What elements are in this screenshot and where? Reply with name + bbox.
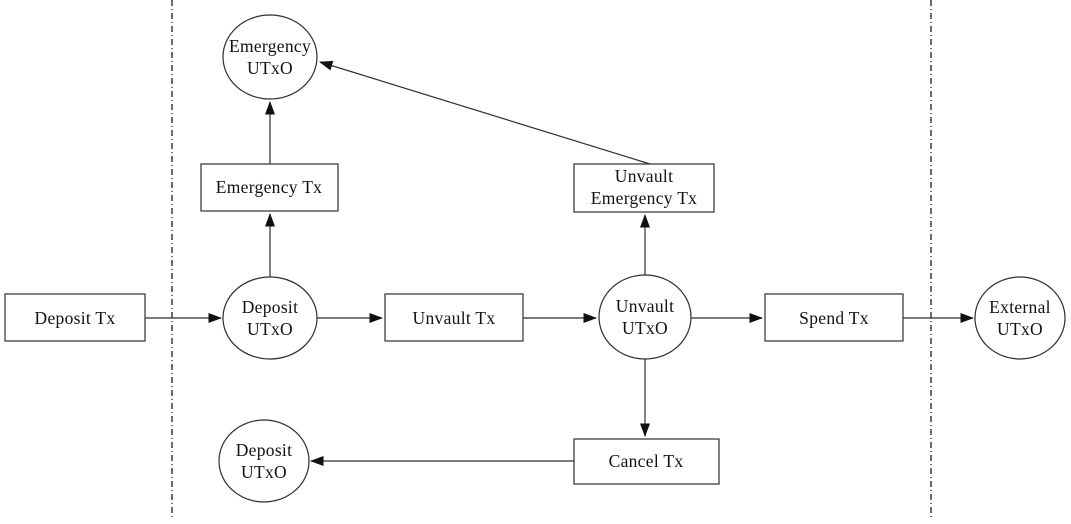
deposit-utxo-return-label-line1: Deposit (236, 440, 293, 460)
unvault-utxo-label-line2: UTxO (622, 318, 668, 338)
node-unvault-emergency-tx: Unvault Emergency Tx (573, 163, 715, 213)
deposit-utxo-circle (222, 276, 318, 360)
node-emergency-utxo: Emergency UTxO (222, 14, 318, 100)
unvault-emergency-tx-label-line1: Unvault (615, 166, 673, 186)
deposit-utxo-label-line2: UTxO (247, 319, 293, 339)
node-unvault-utxo: Unvault UTxO (598, 274, 692, 360)
node-spend-tx: Spend Tx (764, 293, 904, 342)
cancel-tx-label: Cancel Tx (609, 451, 684, 471)
deposit-utxo-label-line1: Deposit (242, 297, 299, 317)
deposit-tx-label: Deposit Tx (35, 308, 116, 328)
external-utxo-circle (974, 276, 1066, 360)
spend-tx-box (764, 293, 904, 342)
emergency-tx-label: Emergency Tx (216, 177, 322, 197)
external-utxo-label-line1: External (989, 297, 1051, 317)
emergency-utxo-label-line2: UTxO (247, 58, 293, 78)
emergency-utxo-circle (222, 14, 318, 100)
spend-tx-label: Spend Tx (799, 308, 869, 328)
deposit-utxo-return-label-line2: UTxO (241, 462, 287, 482)
node-external-utxo: External UTxO (974, 276, 1066, 360)
unvault-emergency-tx-label-line2: Emergency Tx (591, 188, 697, 208)
unvault-tx-label: Unvault Tx (413, 308, 496, 328)
emergency-utxo-label-line1: Emergency (229, 36, 311, 56)
deposit-tx-box (4, 293, 146, 342)
node-deposit-utxo-return: Deposit UTxO (218, 419, 310, 503)
node-deposit-tx: Deposit Tx (4, 293, 146, 342)
cancel-tx-box (573, 438, 720, 485)
node-emergency-tx: Emergency Tx (200, 163, 339, 212)
deposit-utxo-return-circle (218, 419, 310, 503)
node-unvault-tx: Unvault Tx (384, 293, 524, 342)
external-utxo-label-line2: UTxO (997, 319, 1043, 339)
node-deposit-utxo: Deposit UTxO (222, 276, 318, 360)
emergency-tx-box (200, 163, 339, 212)
unvault-utxo-label-line1: Unvault (616, 296, 674, 316)
edge-unvault-emergency-tx-to-emergency-utxo (319, 60, 651, 165)
unvault-utxo-circle (598, 274, 692, 360)
unvault-tx-box (384, 293, 524, 342)
node-cancel-tx: Cancel Tx (573, 438, 720, 485)
unvault-emergency-tx-box (573, 163, 715, 213)
